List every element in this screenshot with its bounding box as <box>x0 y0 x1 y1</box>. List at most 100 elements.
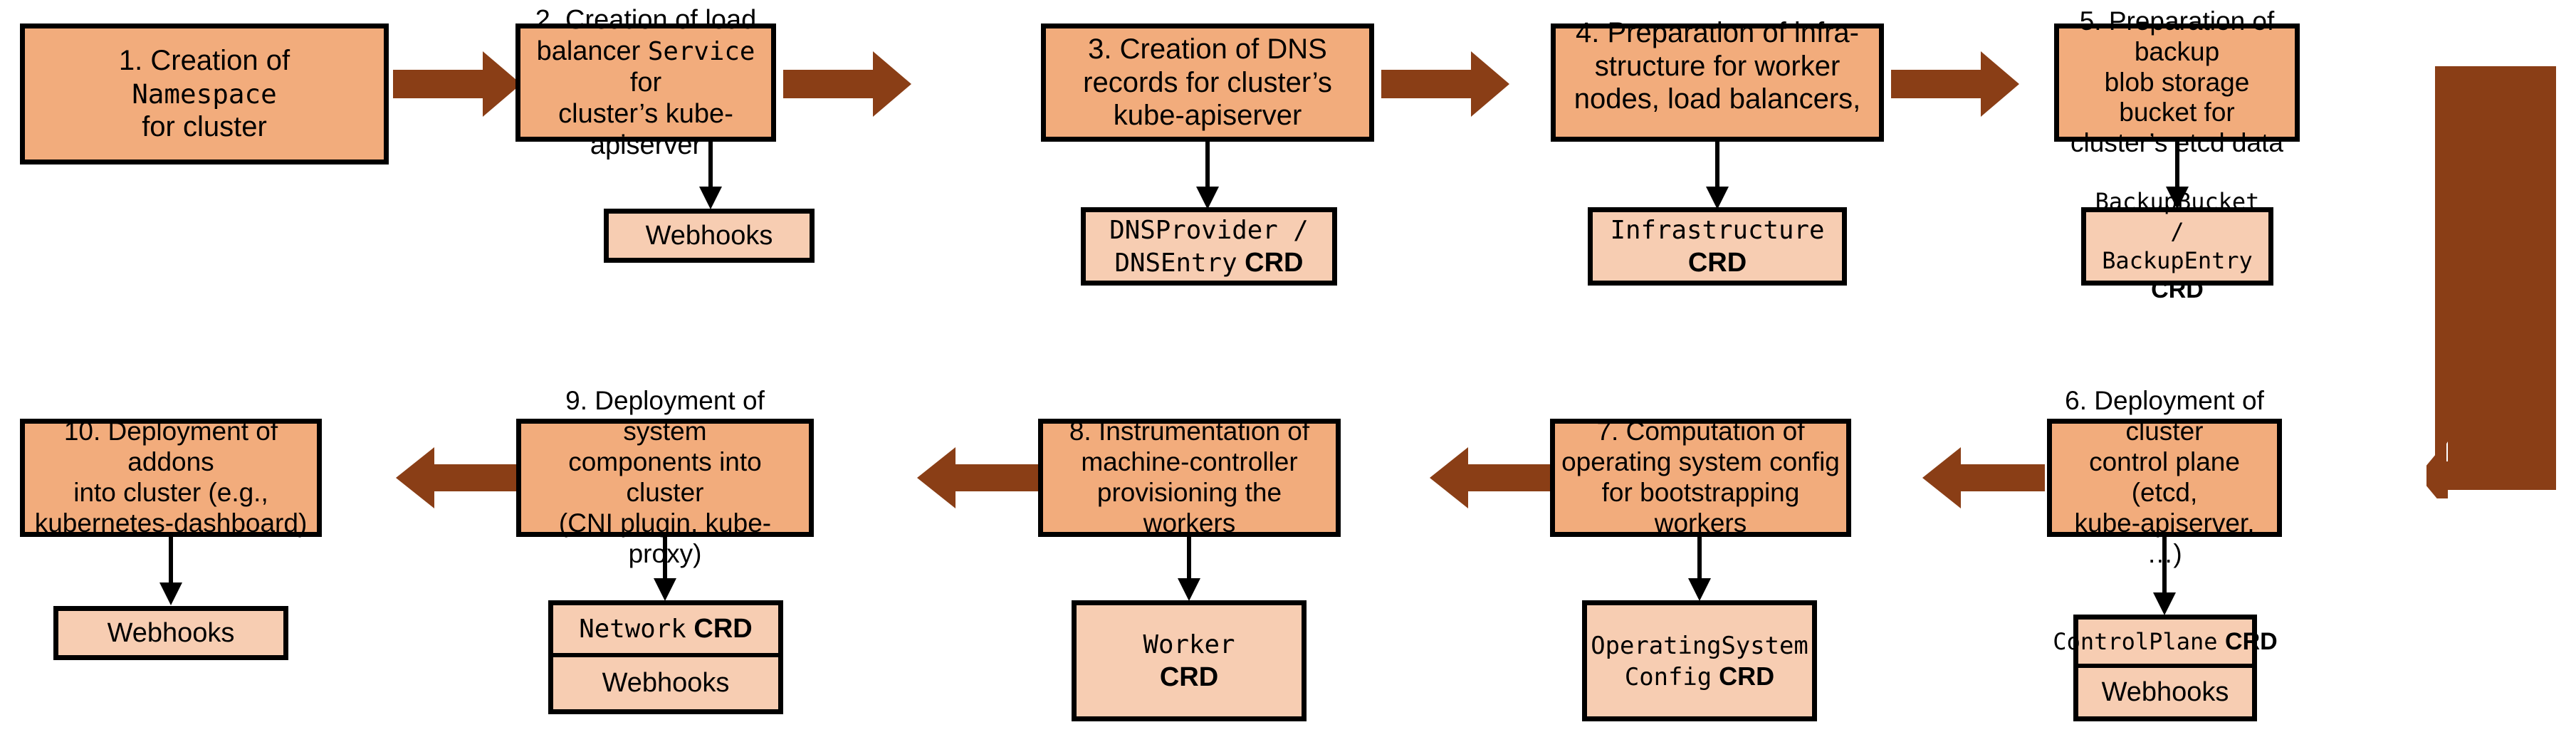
sub-box-step-8-crd[interactable]: Worker CRD <box>1072 600 1307 721</box>
step-box-8[interactable]: 8. Instrumentation of machine-controller… <box>1038 417 1341 539</box>
step-1-line-2: Namespace <box>132 78 277 110</box>
step-4-line-3: nodes, load balancers, … <box>1574 83 1861 148</box>
step-5-line-2: blob storage bucket for <box>2104 67 2250 127</box>
step-4-text: 4. Preparation of infra- structure for w… <box>1561 16 1873 149</box>
connector-step-4-to-crd <box>1705 141 1730 211</box>
step-3-text: 3. Creation of DNS records for cluster’s… <box>1052 33 1363 132</box>
webhooks-10-label: Webhooks <box>107 617 235 648</box>
arrow-step-3-to-4 <box>1381 51 1509 117</box>
step-8-text: 8. Instrumentation of machine-controller… <box>1049 417 1330 539</box>
connector-step-6-to-crd <box>2152 537 2177 617</box>
osc-crd-line-2b: CRD <box>1719 662 1775 691</box>
arrow-step-9-to-10 <box>396 447 518 508</box>
step-box-5[interactable]: 5. Preparation of backup blob storage bu… <box>2054 6 2300 157</box>
step-5-text: 5. Preparation of backup blob storage bu… <box>2065 6 2289 160</box>
sub-box-step-6-crd-stack[interactable]: ControlPlane CRD Webhooks <box>2053 615 2278 721</box>
connector-step-10-to-webhooks <box>158 537 184 607</box>
sub-box-step-5-crd[interactable]: BackupBucket / BackupEntry CRD <box>2081 188 2273 303</box>
step-box-1[interactable]: 1. Creation of Namespace for cluster <box>20 23 389 164</box>
sub-box-step-2-webhooks[interactable]: Webhooks <box>604 209 815 263</box>
webhooks-label: Webhooks <box>645 220 773 251</box>
osc-crd-line-2a: Config <box>1624 663 1712 691</box>
step-10-line-3: kubernetes-dashboard) <box>34 508 308 538</box>
step-10-line-2: into cluster (e.g., <box>73 478 268 507</box>
controlplane-crd-cell: ControlPlane CRD <box>2053 620 2278 668</box>
step-8-line-2: machine-controller <box>1081 447 1298 477</box>
step-5-line-1: 5. Preparation of backup <box>2079 6 2275 66</box>
sub-box-step-3-crd[interactable]: DNSProvider / DNSEntry CRD <box>1081 207 1337 286</box>
worker-crd-line-1: Worker <box>1143 629 1235 659</box>
step-7-line-2: operating system config <box>1561 447 1840 477</box>
dns-crd-text: DNSProvider / DNSEntry CRD <box>1109 214 1309 280</box>
dns-crd-line-2a: DNSEntry <box>1114 249 1237 278</box>
connector-step-7-to-crd <box>1687 537 1712 602</box>
step-box-3[interactable]: 3. Creation of DNS records for cluster’s… <box>1041 23 1374 142</box>
arrow-step-4-to-5 <box>1891 51 2019 117</box>
step-9-text: 9. Deployment of system components into … <box>527 386 803 569</box>
sub-box-step-7-crd[interactable]: OperatingSystem Config CRD <box>1582 600 1817 721</box>
controlplane-webhooks-label: Webhooks <box>2101 676 2229 707</box>
step-9-line-2: components into cluster <box>568 447 762 507</box>
step-10-line-1: 10. Deployment of addons <box>63 417 278 477</box>
osc-crd-line-1: OperatingSystem <box>1591 632 1808 660</box>
step-box-7[interactable]: 7. Computation of operating system confi… <box>1550 417 1851 539</box>
step-box-2[interactable]: 2. Creation of load balancer Service for… <box>515 5 776 160</box>
network-webhooks-cell: Webhooks <box>553 657 778 709</box>
dns-crd-line-2b: CRD <box>1245 248 1304 278</box>
controlplane-crd-suffix: CRD <box>2225 627 2278 655</box>
step-box-9[interactable]: 9. Deployment of system components into … <box>516 386 814 568</box>
step-6-text: 6. Deployment of cluster control plane (… <box>2058 386 2271 569</box>
step-2-line-1: 2. Creation of load <box>535 4 757 35</box>
connector-step-3-to-crd <box>1195 141 1220 211</box>
step-2-line-2b: Service <box>647 36 755 66</box>
step-6-line-1: 6. Deployment of cluster <box>2065 386 2264 446</box>
backup-crd-line-1: BackupBucket / <box>2095 188 2260 245</box>
step-box-10[interactable]: 10. Deployment of addons into cluster (e… <box>20 417 322 539</box>
step-7-text: 7. Computation of operating system confi… <box>1561 417 1841 539</box>
controlplane-crd-label: ControlPlane <box>2053 628 2218 655</box>
step-8-line-1: 8. Instrumentation of <box>1069 417 1310 446</box>
arrow-step-7-to-8 <box>1430 447 1552 508</box>
step-box-6[interactable]: 6. Deployment of cluster control plane (… <box>2047 386 2282 568</box>
backup-crd-text: BackupBucket / BackupEntry CRD <box>2086 187 2268 305</box>
step-3-line-3: kube-apiserver <box>1113 100 1302 132</box>
osc-crd-text: OperatingSystem Config CRD <box>1591 629 1808 692</box>
worker-crd-line-2: CRD <box>1159 662 1219 692</box>
arrow-step-2-to-3 <box>783 51 911 117</box>
arrow-step-1-to-2 <box>393 51 521 117</box>
arrow-step-5-to-6-elbow <box>2426 63 2569 498</box>
step-4-line-1: 4. Preparation of infra- <box>1576 17 1859 49</box>
step-1-text: 1. Creation of Namespace for cluster <box>31 44 378 143</box>
connector-step-2-to-webhooks <box>698 141 723 211</box>
network-crd-suffix: CRD <box>693 614 753 644</box>
controlplane-webhooks-cell: Webhooks <box>2078 668 2252 716</box>
step-7-line-3: for bootstrapping workers <box>1601 478 1800 538</box>
backup-crd-line-2a: BackupEntry <box>2102 247 2253 274</box>
connector-step-8-to-crd <box>1176 537 1202 602</box>
backup-crd-line-2b: CRD <box>2151 276 2204 304</box>
step-7-line-1: 7. Computation of <box>1596 417 1805 446</box>
step-3-line-1: 3. Creation of DNS <box>1088 33 1327 66</box>
connector-step-5-to-crd <box>2164 141 2190 211</box>
step-9-line-1: 9. Deployment of system <box>565 386 765 446</box>
arrow-step-6-to-7 <box>1922 447 2045 508</box>
arrow-step-8-to-9 <box>917 447 1040 508</box>
sub-box-step-9-crd-stack[interactable]: Network CRD Webhooks <box>548 600 783 714</box>
step-1-line-3: for cluster <box>142 111 267 143</box>
step-2-line-2c: for <box>629 67 662 98</box>
step-1-line-1: 1. Creation of <box>118 45 290 77</box>
network-crd-label: Network <box>579 615 686 644</box>
infra-crd-line-2: CRD <box>1687 248 1747 278</box>
sub-box-step-4-crd[interactable]: Infrastructure CRD <box>1588 207 1847 286</box>
infra-crd-text: Infrastructure CRD <box>1610 214 1824 280</box>
connector-step-9-to-crd <box>652 537 678 602</box>
worker-crd-text: Worker CRD <box>1143 628 1235 694</box>
step-2-line-2a: balancer <box>536 36 648 66</box>
step-10-text: 10. Deployment of addons into cluster (e… <box>31 417 311 539</box>
sub-box-step-10-webhooks[interactable]: Webhooks <box>53 606 288 660</box>
network-crd-cell: Network CRD <box>553 605 778 657</box>
step-2-line-3: cluster’s kube-apiserver <box>558 99 733 161</box>
step-box-4[interactable]: 4. Preparation of infra- structure for w… <box>1551 17 1884 147</box>
infra-crd-line-1: Infrastructure <box>1610 215 1825 245</box>
